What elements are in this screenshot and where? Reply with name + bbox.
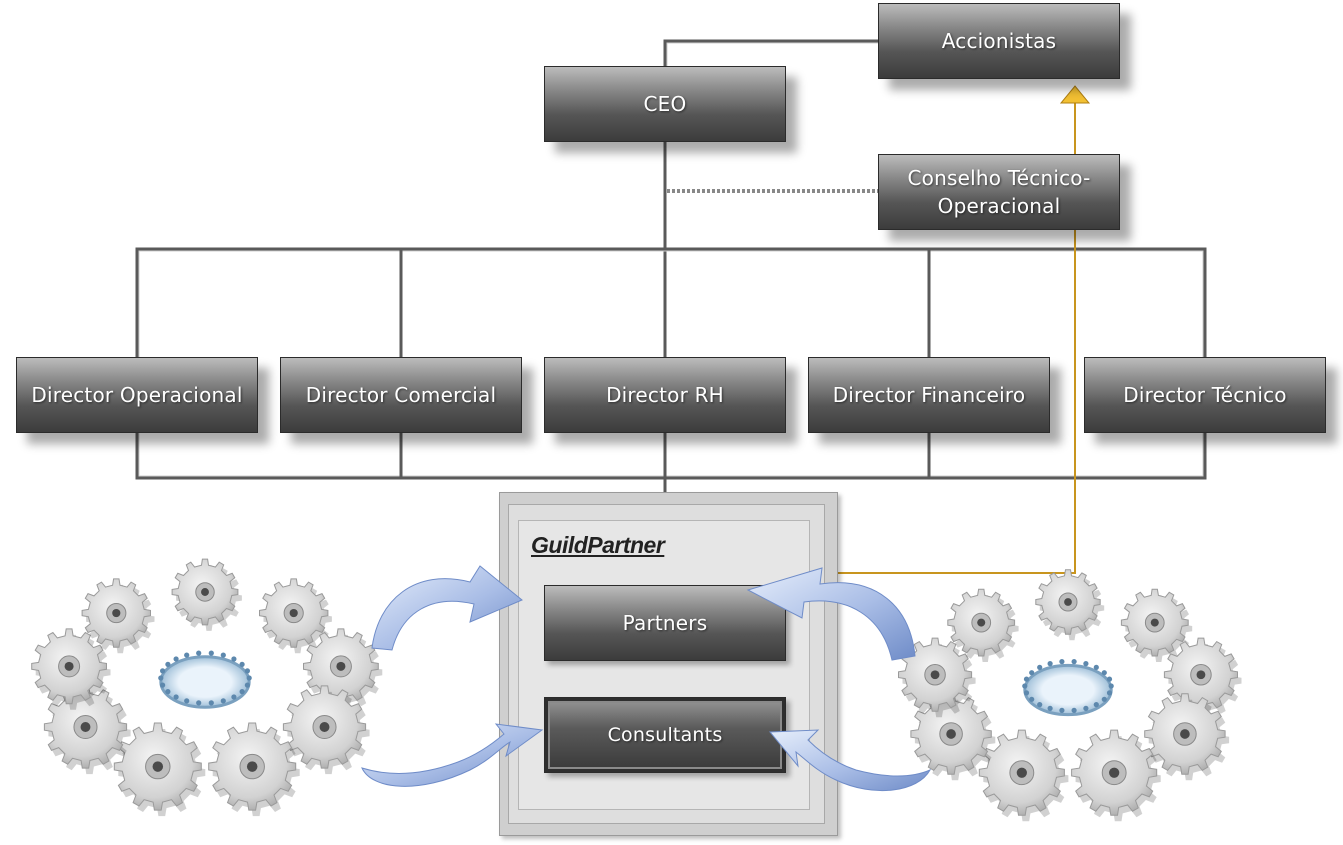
director-financeiro-box: Director Financeiro xyxy=(808,357,1050,433)
conselho-label: Conselho Técnico-Operacional xyxy=(907,166,1091,218)
ceo-accionistas-line xyxy=(663,39,878,66)
consultants-inner: Consultants xyxy=(548,701,782,769)
director-tecnico-box: Director Técnico xyxy=(1084,357,1326,433)
accionistas-label: Accionistas xyxy=(941,29,1057,53)
arrow-head-icon xyxy=(1059,85,1091,104)
ceo-box: CEO xyxy=(544,66,786,142)
conselho-box: Conselho Técnico-Operacional xyxy=(878,154,1120,230)
directors-bottom-bus xyxy=(135,433,1207,480)
accionistas-box: Accionistas xyxy=(878,3,1120,79)
directors-top-bus xyxy=(135,247,1207,357)
director-comercial-label: Director Comercial xyxy=(305,383,497,407)
consultants-label: Consultants xyxy=(607,724,723,746)
partners-box: Partners xyxy=(544,585,786,661)
director-rh-label: Director RH xyxy=(606,383,724,407)
director-operacional-box: Director Operacional xyxy=(16,357,258,433)
director-rh-box: Director RH xyxy=(544,357,786,433)
guildpartner-title: GuildPartner xyxy=(531,532,665,558)
ceo-label: CEO xyxy=(643,92,687,116)
consultants-box: Consultants xyxy=(544,697,786,773)
director-operacional-label: Director Operacional xyxy=(31,383,243,407)
director-financeiro-label: Director Financeiro xyxy=(832,383,1026,407)
partners-label: Partners xyxy=(622,611,708,635)
director-tecnico-label: Director Técnico xyxy=(1123,383,1287,407)
director-comercial-box: Director Comercial xyxy=(280,357,522,433)
